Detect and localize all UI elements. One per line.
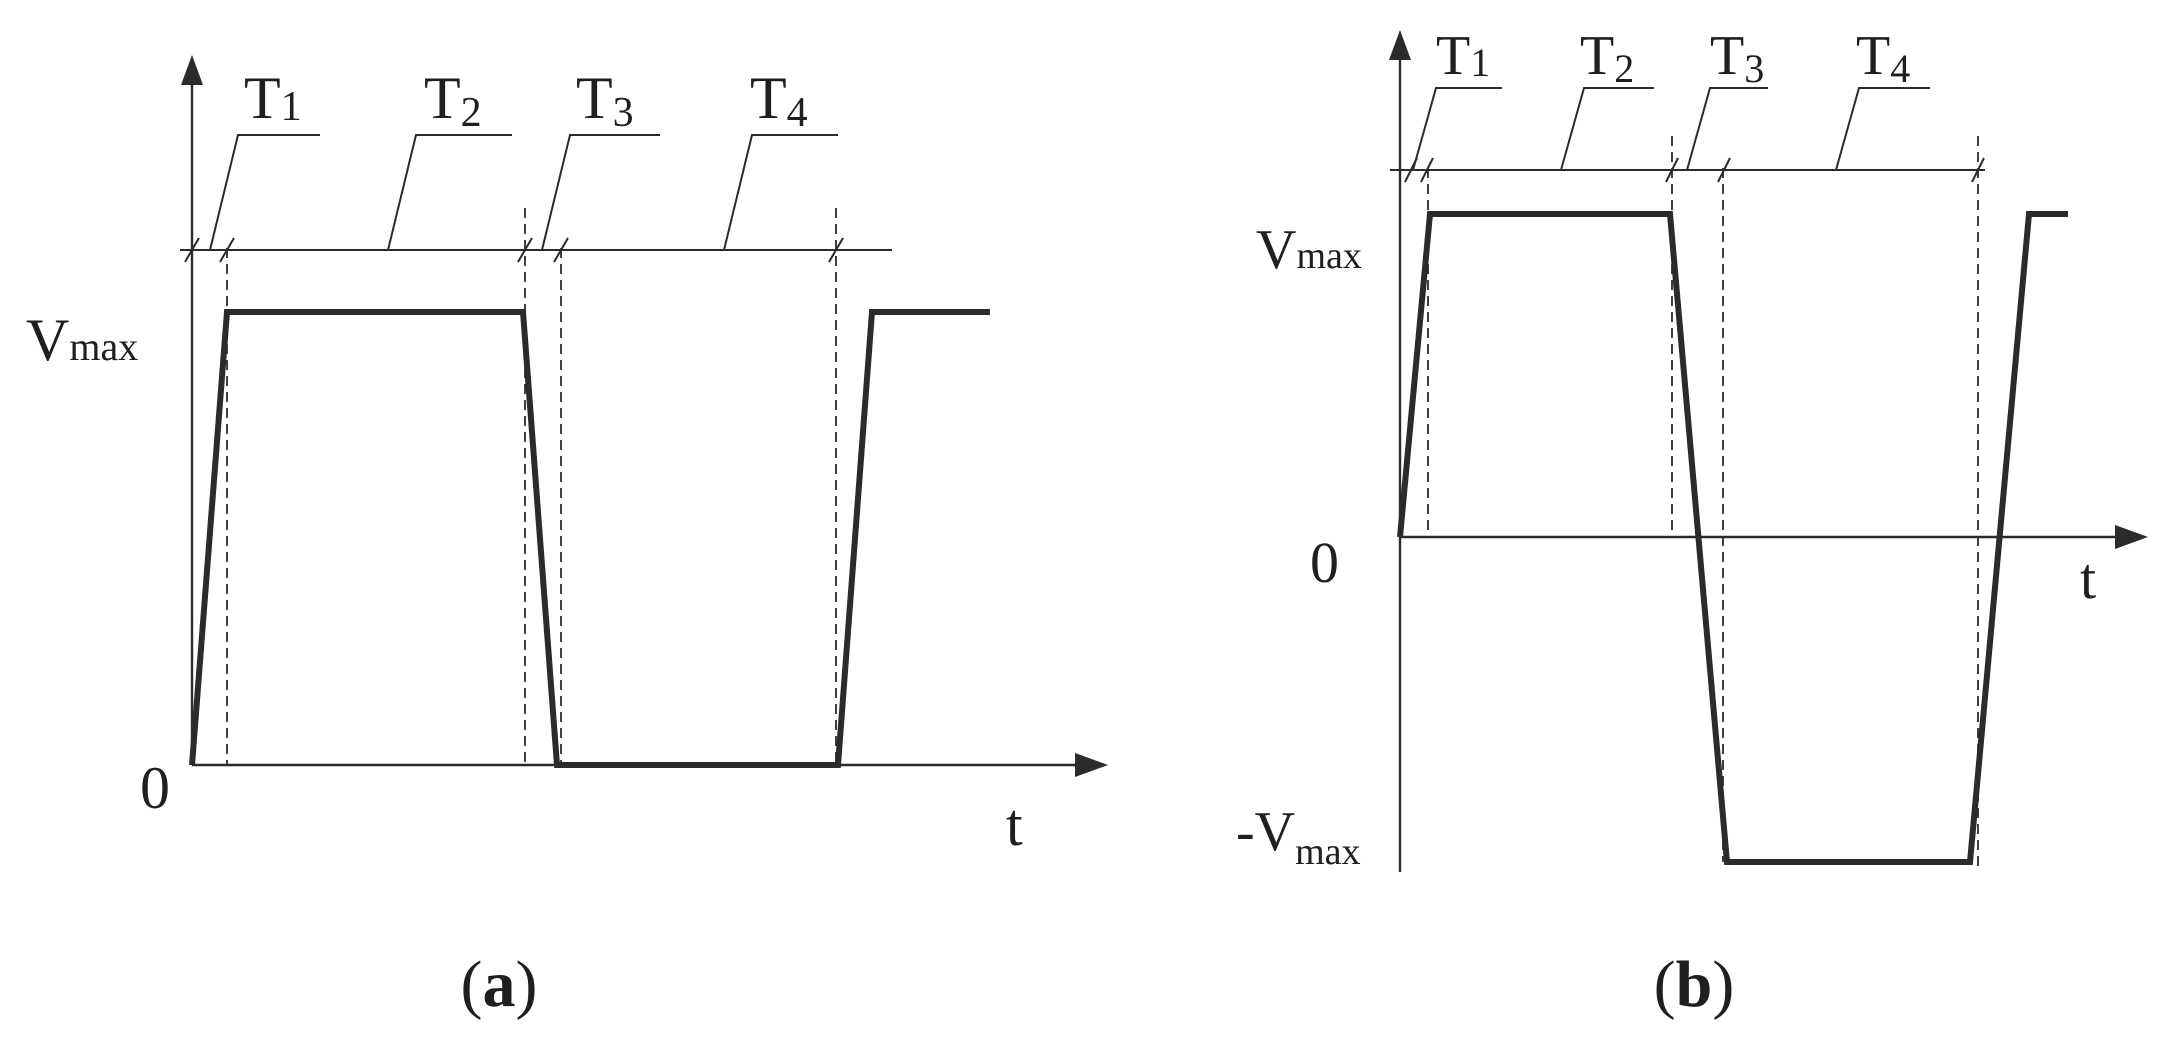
panel-b-label-t3: T3 [1710,25,1764,91]
panel-b-label-t4: T4 [1856,25,1910,91]
panel-a-tick [828,237,844,263]
panel-b-vmax-label: Vmax [1256,219,1362,281]
panel-b-tick [1665,157,1679,183]
panel-b-waveform [1397,211,2068,865]
panel-a-label-t3: T3 [576,65,634,136]
panel-a-label-t4: T4 [750,65,808,136]
panel-b-leader-t4 [1835,87,1930,171]
panel-b-tick [1971,157,1985,183]
panel-b-leader-t2 [1560,87,1654,171]
panel-b-neg-vmax-label: -Vmax [1236,801,1361,873]
panel-a-leader-t3 [541,134,660,251]
panel-a-y-arrow-icon [181,55,203,85]
panel-a-label-t1: T1 [244,65,302,131]
panel-a-tick [219,237,235,263]
panel-a-waveform [189,309,990,768]
panel-a-caption: (a) [461,948,538,1021]
panel-a-tick [517,237,533,263]
panel-a: T1 T2 T3 T4 Vmax 0 t (a) [26,55,1108,1021]
panel-b-x-arrow-icon [2115,525,2148,549]
panel-b-label-t1: T1 [1436,25,1490,87]
panel-b-tick [1717,157,1731,183]
panel-a-leader-t2 [387,134,512,251]
panel-a-x-arrow-icon [1075,753,1108,777]
panel-a-x-label: t [1006,792,1023,858]
panel-a-label-t2: T2 [424,65,482,136]
panel-b-tick [1420,157,1434,183]
panel-b-label-t2: T2 [1580,25,1634,91]
panel-b-leader-t3 [1686,87,1768,171]
panel-a-zero-label: 0 [140,755,170,821]
panel-b-leader-t1 [1412,87,1502,171]
panel-b-y-arrow-icon [1389,30,1411,60]
panel-a-vmax-label: Vmax [26,307,138,373]
panel-a-tick [184,237,200,263]
panel-a-tick [553,237,569,263]
panel-b-zero-label: 0 [1310,530,1339,595]
panel-a-leader-t1 [209,134,320,251]
panel-b-x-label: t [2080,546,2096,611]
panel-b: T1 T2 T3 T4 Vmax 0 -Vmax t (b) [1236,25,2148,1021]
panel-b-caption: (b) [1654,948,1735,1021]
panel-a-leader-t4 [723,134,838,251]
